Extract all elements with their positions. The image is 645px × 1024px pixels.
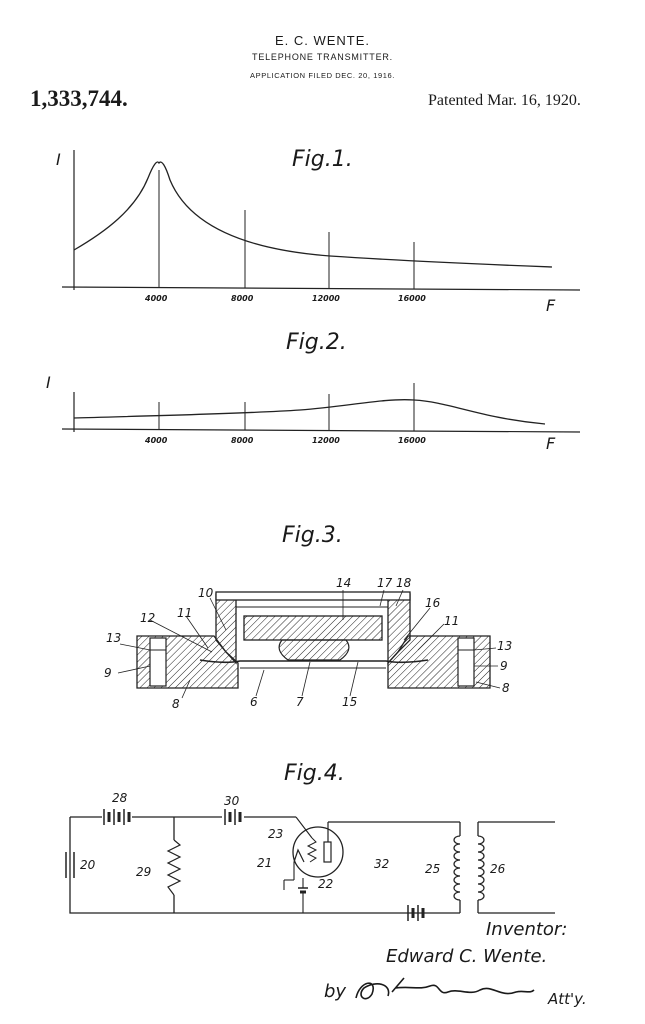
fig3-ref-18: 18	[396, 576, 412, 590]
fig3-ref-6: 6	[250, 695, 258, 709]
by-label: by	[324, 981, 346, 1002]
attorney-label: Att'y.	[547, 990, 587, 1008]
fig4-vacuum-tube	[283, 816, 460, 913]
fig3-label: Fig.3.	[282, 523, 343, 548]
fig3-damping-knob	[278, 639, 350, 661]
fig4-label: Fig.4.	[284, 761, 345, 786]
fig1-graph: Fig.1. I F 4000 8000 12000 16000	[56, 147, 581, 315]
fig4-battery-30	[224, 809, 242, 825]
fig3-left-screw	[149, 637, 167, 687]
inventor-header: E. C. WENTE.	[274, 33, 371, 48]
fig2-y-axis-label: I	[46, 373, 51, 392]
fig4-ref-28: 28	[112, 791, 128, 805]
fig1-tick-8000: 8000	[231, 294, 254, 303]
fig2-tick-12000: 12000	[312, 436, 340, 445]
fig1-tick-12000: 12000	[312, 294, 340, 303]
fig4-ref-30: 30	[224, 794, 240, 808]
fig4-ref-29: 29	[136, 865, 151, 879]
fig1-tick-16000: 16000	[398, 294, 426, 303]
fig2-graph: Fig.2. I F 4000 8000 12000 16000	[46, 330, 581, 453]
fig4-transformer	[453, 821, 555, 914]
fig4-ref-26: 26	[490, 862, 506, 876]
inventor-caption: Inventor:	[486, 919, 567, 940]
signature-block: Inventor: Edward C. Wente. by Att'y.	[324, 919, 587, 1008]
fig3-ref-11-right: 11	[444, 614, 459, 628]
fig1-label: Fig.1.	[292, 147, 353, 172]
fig2-tick-16000: 16000	[398, 436, 426, 445]
fig4-ref-25: 25	[425, 862, 440, 876]
fig1-y-axis-label: I	[56, 150, 61, 169]
fig3-top-cap	[215, 591, 411, 601]
fig3-ref-11-left: 11	[177, 606, 192, 620]
fig4-ref-32: 32	[374, 857, 389, 871]
fig3-ref-15: 15	[342, 695, 357, 709]
fig3-cross-section: Fig.3. 10 14 17	[104, 523, 512, 711]
fig4-battery-28	[103, 809, 131, 825]
fig3-ref-17: 17	[377, 576, 393, 590]
patent-number: 1,333,744.	[30, 86, 128, 111]
fig4-ref-21: 21	[257, 856, 272, 870]
fig3-right-screw	[457, 637, 475, 687]
fig3-ref-8-right: 8	[502, 681, 510, 695]
fig1-x-axis-label: F	[546, 296, 556, 315]
fig4-ref-22: 22	[318, 877, 333, 891]
attorney-signature	[355, 977, 535, 1000]
fig4-transmitter-20	[65, 852, 75, 878]
fig4-ref-20: 20	[80, 858, 96, 872]
fig4-circuit: Fig.4.	[65, 761, 555, 921]
application-date: APPLICATION FILED DEC. 20, 1916.	[250, 71, 395, 80]
patent-title: TELEPHONE TRANSMITTER.	[252, 52, 393, 62]
fig3-back-plate	[243, 615, 383, 641]
fig2-tick-4000: 4000	[144, 436, 168, 445]
fig3-ref-9-right: 9	[500, 659, 508, 673]
fig3-ref-13-right: 13	[497, 639, 512, 653]
fig3-ref-16: 16	[425, 596, 441, 610]
fig2-response-curve	[73, 399, 546, 425]
fig3-ref-13-left: 13	[106, 631, 121, 645]
fig4-resistor-29	[166, 839, 182, 896]
fig4-ref-23: 23	[268, 827, 283, 841]
fig1-response-curve	[73, 161, 553, 268]
inventor-signature-name: Edward C. Wente.	[386, 946, 547, 967]
fig3-ref-9-left: 9	[104, 666, 112, 680]
fig4-battery-plate	[407, 905, 425, 921]
fig3-ref-10: 10	[198, 586, 214, 600]
fig3-ref-14: 14	[336, 576, 351, 590]
fig1-x-axis	[61, 286, 581, 291]
fig2-x-axis-label: F	[546, 434, 556, 453]
fig3-diaphragm	[199, 659, 429, 664]
fig2-label: Fig.2.	[286, 330, 347, 355]
fig1-tick-4000: 4000	[144, 294, 168, 303]
fig3-ref-8-left: 8	[172, 697, 180, 711]
fig3-ref-12: 12	[140, 611, 155, 625]
patented-date: Patented Mar. 16, 1920.	[428, 92, 581, 109]
fig3-ref-7: 7	[296, 695, 304, 709]
fig2-tick-8000: 8000	[231, 436, 254, 445]
fig2-x-axis	[61, 428, 581, 433]
